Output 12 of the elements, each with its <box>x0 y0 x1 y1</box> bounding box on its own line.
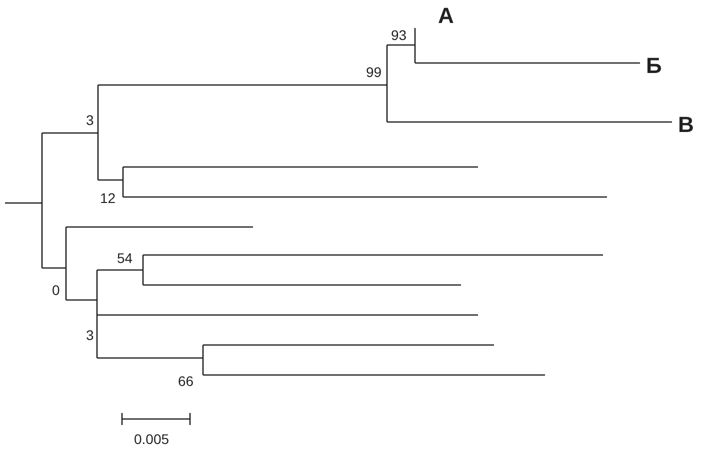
bootstrap-value: 12 <box>100 191 116 205</box>
bootstrap-value: 66 <box>178 374 194 388</box>
taxon-label: А <box>438 5 454 27</box>
bootstrap-value: 3 <box>86 113 94 127</box>
bootstrap-value: 0 <box>52 283 60 297</box>
bootstrap-value: 54 <box>117 251 133 265</box>
taxon-label: Б <box>646 55 662 77</box>
bootstrap-value: 99 <box>366 65 382 79</box>
bootstrap-value: 3 <box>86 328 94 342</box>
bootstrap-value: 93 <box>391 28 407 42</box>
scale-value: 0.005 <box>134 432 170 446</box>
taxon-label: В <box>678 114 694 136</box>
